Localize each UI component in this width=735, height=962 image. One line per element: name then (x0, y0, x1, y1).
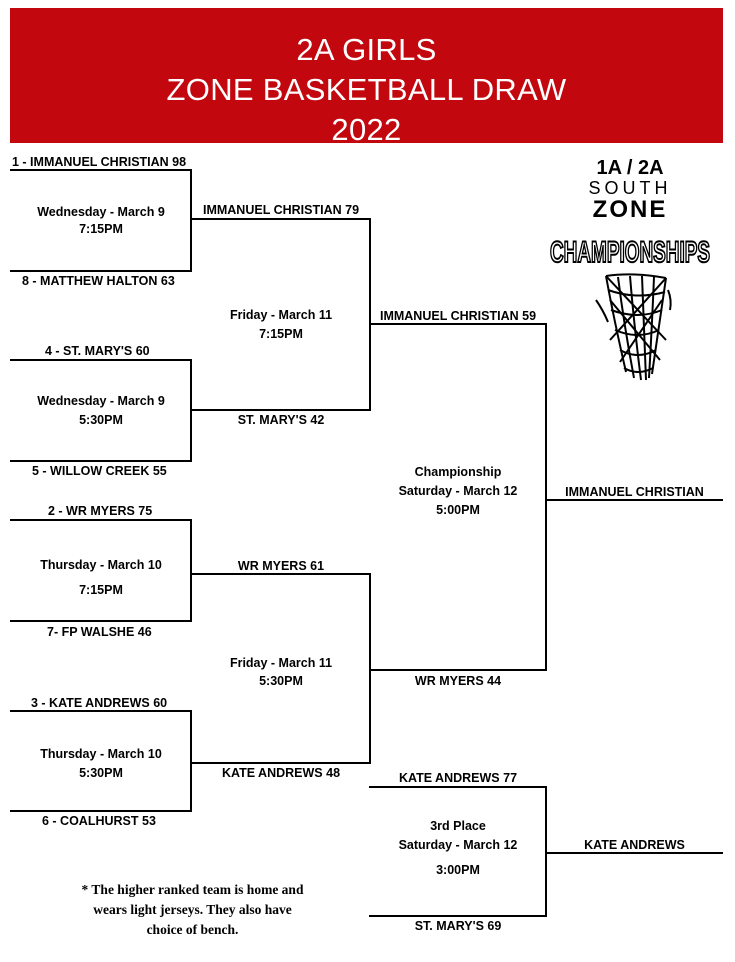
bracket-line (10, 359, 192, 361)
logo-line-3: ZONE (593, 196, 668, 223)
footnote: * The higher ranked team is home and wea… (60, 880, 325, 940)
r1-g4-time: 5:30PM (79, 766, 123, 780)
basketball-net-icon (595, 273, 672, 381)
r1-g4-team-bottom: 6 - COALHURST 53 (42, 814, 156, 828)
sf1-day: Friday - March 11 (229, 308, 333, 322)
sf1-time: 7:15PM (259, 327, 303, 341)
third-winner-label: KATE ANDREWS (584, 838, 685, 852)
bracket-line (10, 460, 192, 462)
footnote-line-2: wears light jerseys. They also have (93, 902, 292, 917)
third-time: 3:00PM (436, 863, 480, 877)
r1-g4-day: Thursday - March 10 (40, 747, 162, 761)
bracket-line (369, 915, 547, 917)
sf2-time: 5:30PM (259, 674, 303, 688)
bracket-line (190, 169, 192, 272)
final-team-top: IMMANUEL CHRISTIAN 59 (379, 309, 537, 323)
r1-g2-time: 5:30PM (79, 413, 123, 427)
r1-g1-team-top: 1 - IMMANUEL CHRISTIAN 98 (12, 155, 187, 169)
champion-label: IMMANUEL CHRISTIAN (565, 485, 704, 499)
bracket-line (545, 786, 547, 917)
r1-g1-time: 7:15PM (79, 222, 123, 236)
r1-g2-day: Wednesday - March 9 (37, 394, 165, 408)
final-title: Championship (414, 465, 502, 479)
r1-g1-day: Wednesday - March 9 (37, 205, 165, 219)
third-team-bottom: ST. MARY'S 69 (414, 919, 502, 933)
sf1-team-bottom: ST. MARY'S 42 (237, 413, 325, 427)
r1-g3-team-bottom: 7- FP WALSHE 46 (47, 625, 152, 639)
bracket-line (190, 218, 371, 220)
third-title: 3rd Place (430, 819, 486, 833)
bracket-line (10, 270, 192, 272)
championship-logo: 1A / 2A SOUTH ZONE CHAMPIONSHIPS (549, 157, 711, 381)
title-line-3: 2022 (331, 112, 402, 147)
r1-g3-day: Thursday - March 10 (40, 558, 162, 572)
bracket-line (545, 499, 723, 501)
title-line-2: ZONE BASKETBALL DRAW (166, 72, 567, 107)
bracket-line (10, 169, 192, 171)
final-team-bottom: WR MYERS 44 (414, 674, 502, 688)
bracket-line (369, 786, 547, 788)
bracket-line (190, 762, 371, 764)
bracket-line (190, 519, 192, 622)
bracket-line (10, 620, 192, 622)
logo-line-2: SOUTH (589, 178, 672, 198)
title-line-1: 2A GIRLS (296, 32, 437, 67)
final-day: Saturday - March 12 (398, 484, 518, 498)
bracket-line (369, 218, 371, 411)
r1-g2-team-top: 4 - ST. MARY'S 60 (45, 344, 150, 358)
bracket-line (190, 409, 371, 411)
title-banner: 2A GIRLS ZONE BASKETBALL DRAW 2022 (10, 8, 723, 147)
final-time: 5:00PM (436, 503, 480, 517)
logo-line-1: 1A / 2A (596, 157, 663, 179)
r1-g4-team-top: 3 - KATE ANDREWS 60 (31, 696, 168, 710)
footnote-line-3: choice of bench. (146, 922, 239, 937)
bracket-line (190, 573, 371, 575)
bracket-line (369, 573, 371, 764)
sf2-team-bottom: KATE ANDREWS 48 (221, 766, 341, 780)
r1-g2-team-bottom: 5 - WILLOW CREEK 55 (32, 464, 167, 478)
logo-line-4: CHAMPIONSHIPS (550, 236, 710, 269)
sf1-team-top: IMMANUEL CHRISTIAN 79 (202, 203, 360, 217)
r1-g1-team-bottom: 8 - MATTHEW HALTON 63 (22, 274, 175, 288)
third-team-top: KATE ANDREWS 77 (398, 771, 518, 785)
r1-g3-team-top: 2 - WR MYERS 75 (48, 504, 153, 518)
r1-g3-time: 7:15PM (79, 583, 123, 597)
sf2-day: Friday - March 11 (229, 656, 333, 670)
bracket-line (190, 710, 192, 812)
sf2-team-top: WR MYERS 61 (237, 559, 325, 573)
third-day: Saturday - March 12 (398, 838, 518, 852)
bracket-line (10, 810, 192, 812)
footnote-line-1: * The higher ranked team is home and (81, 882, 304, 897)
bracket-line (10, 710, 192, 712)
bracket-line (545, 323, 547, 671)
bracket-line (545, 852, 723, 854)
bracket-line (369, 323, 547, 325)
bracket-line (369, 669, 547, 671)
bracket-line (10, 519, 192, 521)
